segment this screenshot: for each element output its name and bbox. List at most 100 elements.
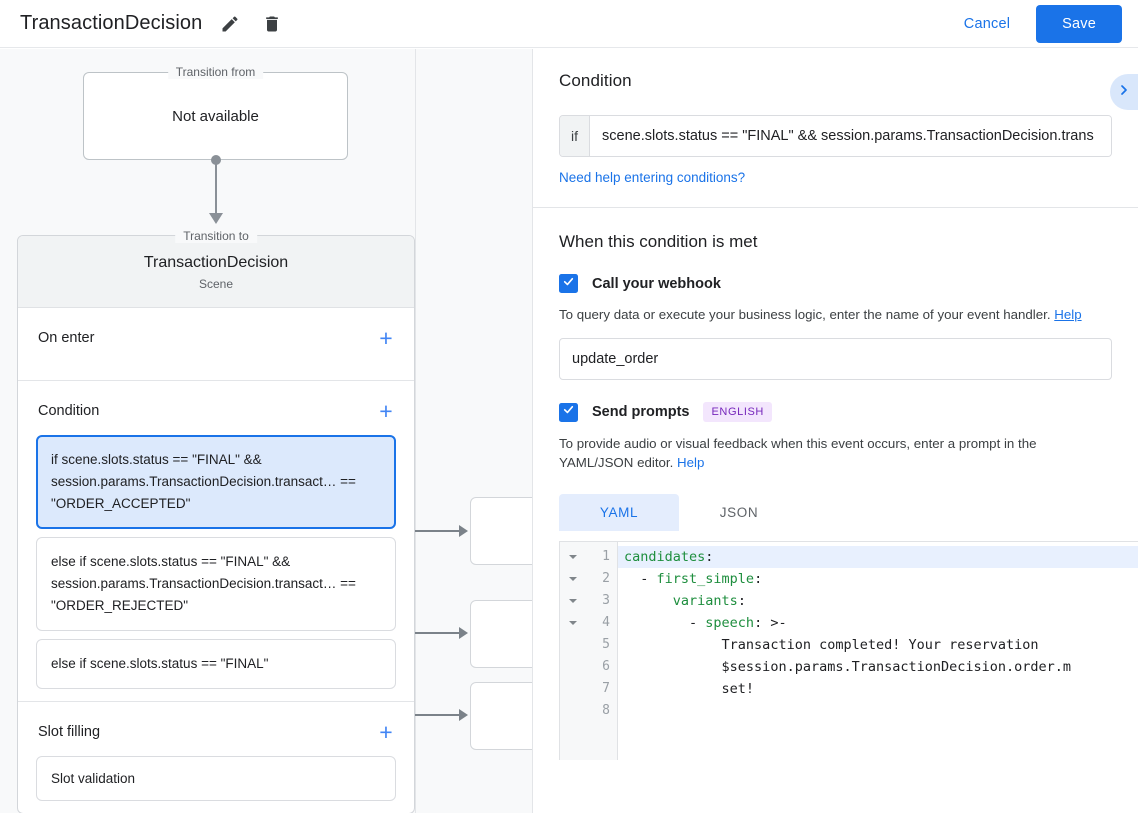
condition-card-3[interactable]: else if scene.slots.status == "FINAL": [36, 639, 396, 689]
line-number: 3: [602, 593, 610, 608]
transition-from-legend: Transition from: [167, 65, 264, 79]
webhook-handler-input[interactable]: [559, 338, 1112, 380]
if-prefix-label: if: [560, 116, 590, 156]
delete-button[interactable]: [258, 10, 286, 38]
section-condition: Condition + if scene.slots.status == "FI…: [18, 381, 414, 702]
code-line[interactable]: - speech: >-: [624, 615, 787, 631]
chevron-right-icon: [1116, 82, 1132, 103]
call-webhook-row: Call your webhook: [559, 274, 1112, 293]
line-number: 2: [602, 571, 610, 586]
prompts-help-link[interactable]: Help: [677, 455, 705, 470]
section-title-condition: Condition: [38, 403, 100, 419]
add-on-enter-button[interactable]: +: [379, 324, 393, 351]
transition-to-node: Transition to TransactionDecision Scene …: [17, 229, 415, 813]
condition-target-node-3[interactable]: [470, 682, 532, 750]
section-title-on-enter: On enter: [38, 330, 95, 346]
code-line[interactable]: variants:: [672, 593, 746, 609]
pencil-icon: [220, 14, 240, 34]
expand-panel-button[interactable]: [1110, 74, 1138, 110]
condition-edge-arrow-2: [459, 627, 468, 639]
code-line[interactable]: set!: [721, 681, 755, 697]
line-number: 4: [602, 615, 610, 630]
editor-format-tabs: YAML JSON: [559, 494, 1112, 531]
condition-edge-arrow-3: [459, 709, 468, 721]
condition-edge-line-1: [400, 530, 462, 532]
webhook-helper-body: To query data or execute your business l…: [559, 307, 1051, 322]
fold-toggle-4[interactable]: [560, 612, 586, 634]
scene-card-header[interactable]: TransactionDecision Scene: [18, 236, 414, 308]
page-title: TransactionDecision: [20, 12, 203, 34]
language-badge: ENGLISH: [703, 402, 772, 422]
add-condition-button[interactable]: +: [379, 397, 393, 424]
chevron-down-icon: [569, 555, 577, 559]
top-app-bar: TransactionDecision Cancel Save: [0, 0, 1138, 48]
condition-help-link[interactable]: Need help entering conditions?: [559, 170, 746, 185]
code-line[interactable]: candidates:: [618, 546, 1138, 568]
line-number: 7: [602, 681, 610, 696]
chevron-down-icon: [569, 621, 577, 625]
fold-toggle-7: [560, 678, 586, 700]
trash-icon: [262, 14, 282, 34]
fold-toggle-1[interactable]: [560, 546, 586, 568]
section-slot-filling: Slot filling + Slot validation: [18, 702, 414, 813]
scene-type: Scene: [198, 277, 234, 291]
when-condition-met-section: When this condition is met Call your web…: [533, 208, 1138, 531]
yaml-code-editor[interactable]: 1 2 3 4 5 6 7 8 candidates: - first_simple: var…: [559, 541, 1138, 760]
fold-toggle-5: [560, 634, 586, 656]
scene-graph-canvas[interactable]: Transition from Not available Transition…: [0, 49, 532, 813]
check-icon: [562, 275, 575, 293]
fold-toggle-6: [560, 656, 586, 678]
condition-card-2[interactable]: else if scene.slots.status == "FINAL" &&…: [36, 537, 396, 631]
check-icon: [562, 403, 575, 421]
code-line[interactable]: Transaction completed! Your reservation: [721, 637, 1039, 653]
line-number: 6: [602, 659, 610, 674]
transition-from-value: Not available: [172, 107, 259, 125]
edit-name-button[interactable]: [216, 10, 244, 38]
line-number: 8: [602, 703, 610, 718]
graph-column-divider: [415, 49, 416, 813]
add-slot-filling-button[interactable]: +: [379, 718, 393, 745]
condition-input[interactable]: [590, 116, 1111, 156]
code-line[interactable]: $session.params.TransactionDecision.orde…: [721, 659, 1072, 675]
when-condition-met-heading: When this condition is met: [559, 232, 758, 251]
prompts-helper-text: To provide audio or visual feedback when…: [559, 434, 1112, 472]
code-fold-gutter: [560, 542, 586, 760]
section-title-slot-filling: Slot filling: [38, 724, 101, 740]
send-prompts-row: Send prompts ENGLISH: [559, 402, 1112, 422]
fold-toggle-2[interactable]: [560, 568, 586, 590]
fold-toggle-3[interactable]: [560, 590, 586, 612]
tab-yaml[interactable]: YAML: [559, 494, 679, 531]
condition-edge-line-3: [400, 714, 462, 716]
condition-heading: Condition: [559, 71, 632, 90]
code-text-area[interactable]: candidates: - first_simple: variants: - …: [618, 542, 1138, 760]
condition-detail-panel: Condition if Need help entering conditio…: [532, 49, 1138, 813]
section-on-enter: On enter +: [18, 308, 414, 381]
condition-edge-line-2: [400, 632, 462, 634]
code-line[interactable]: - first_simple:: [624, 571, 763, 587]
transition-from-node[interactable]: Transition from Not available: [83, 65, 348, 160]
call-webhook-checkbox[interactable]: [559, 274, 578, 293]
send-prompts-checkbox[interactable]: [559, 402, 578, 422]
code-line-number-gutter: 1 2 3 4 5 6 7 8: [586, 542, 618, 760]
chevron-down-icon: [569, 599, 577, 603]
condition-target-node-1[interactable]: [470, 497, 532, 565]
connector-line: [215, 160, 217, 217]
tab-json[interactable]: JSON: [679, 494, 799, 531]
scene-name: TransactionDecision: [143, 254, 289, 271]
transition-to-legend: Transition to: [175, 229, 257, 243]
condition-input-row[interactable]: if: [559, 115, 1112, 157]
slot-validation-card[interactable]: Slot validation: [36, 756, 396, 801]
prompts-helper-body: To provide audio or visual feedback when…: [559, 436, 1037, 470]
condition-card-1[interactable]: if scene.slots.status == "FINAL" && sess…: [36, 435, 396, 529]
cancel-button[interactable]: Cancel: [950, 7, 1024, 41]
line-number: 5: [602, 637, 610, 652]
webhook-help-link[interactable]: Help: [1054, 307, 1082, 322]
code-line[interactable]: [618, 700, 1138, 722]
fold-toggle-8: [560, 700, 586, 722]
save-button[interactable]: Save: [1036, 4, 1122, 43]
line-number: 1: [602, 549, 610, 564]
condition-edge-arrow-1: [459, 525, 468, 537]
condition-section: Condition if Need help entering conditio…: [533, 49, 1138, 208]
condition-target-node-2[interactable]: [470, 600, 532, 668]
top-bar-actions: Cancel Save: [950, 4, 1138, 43]
